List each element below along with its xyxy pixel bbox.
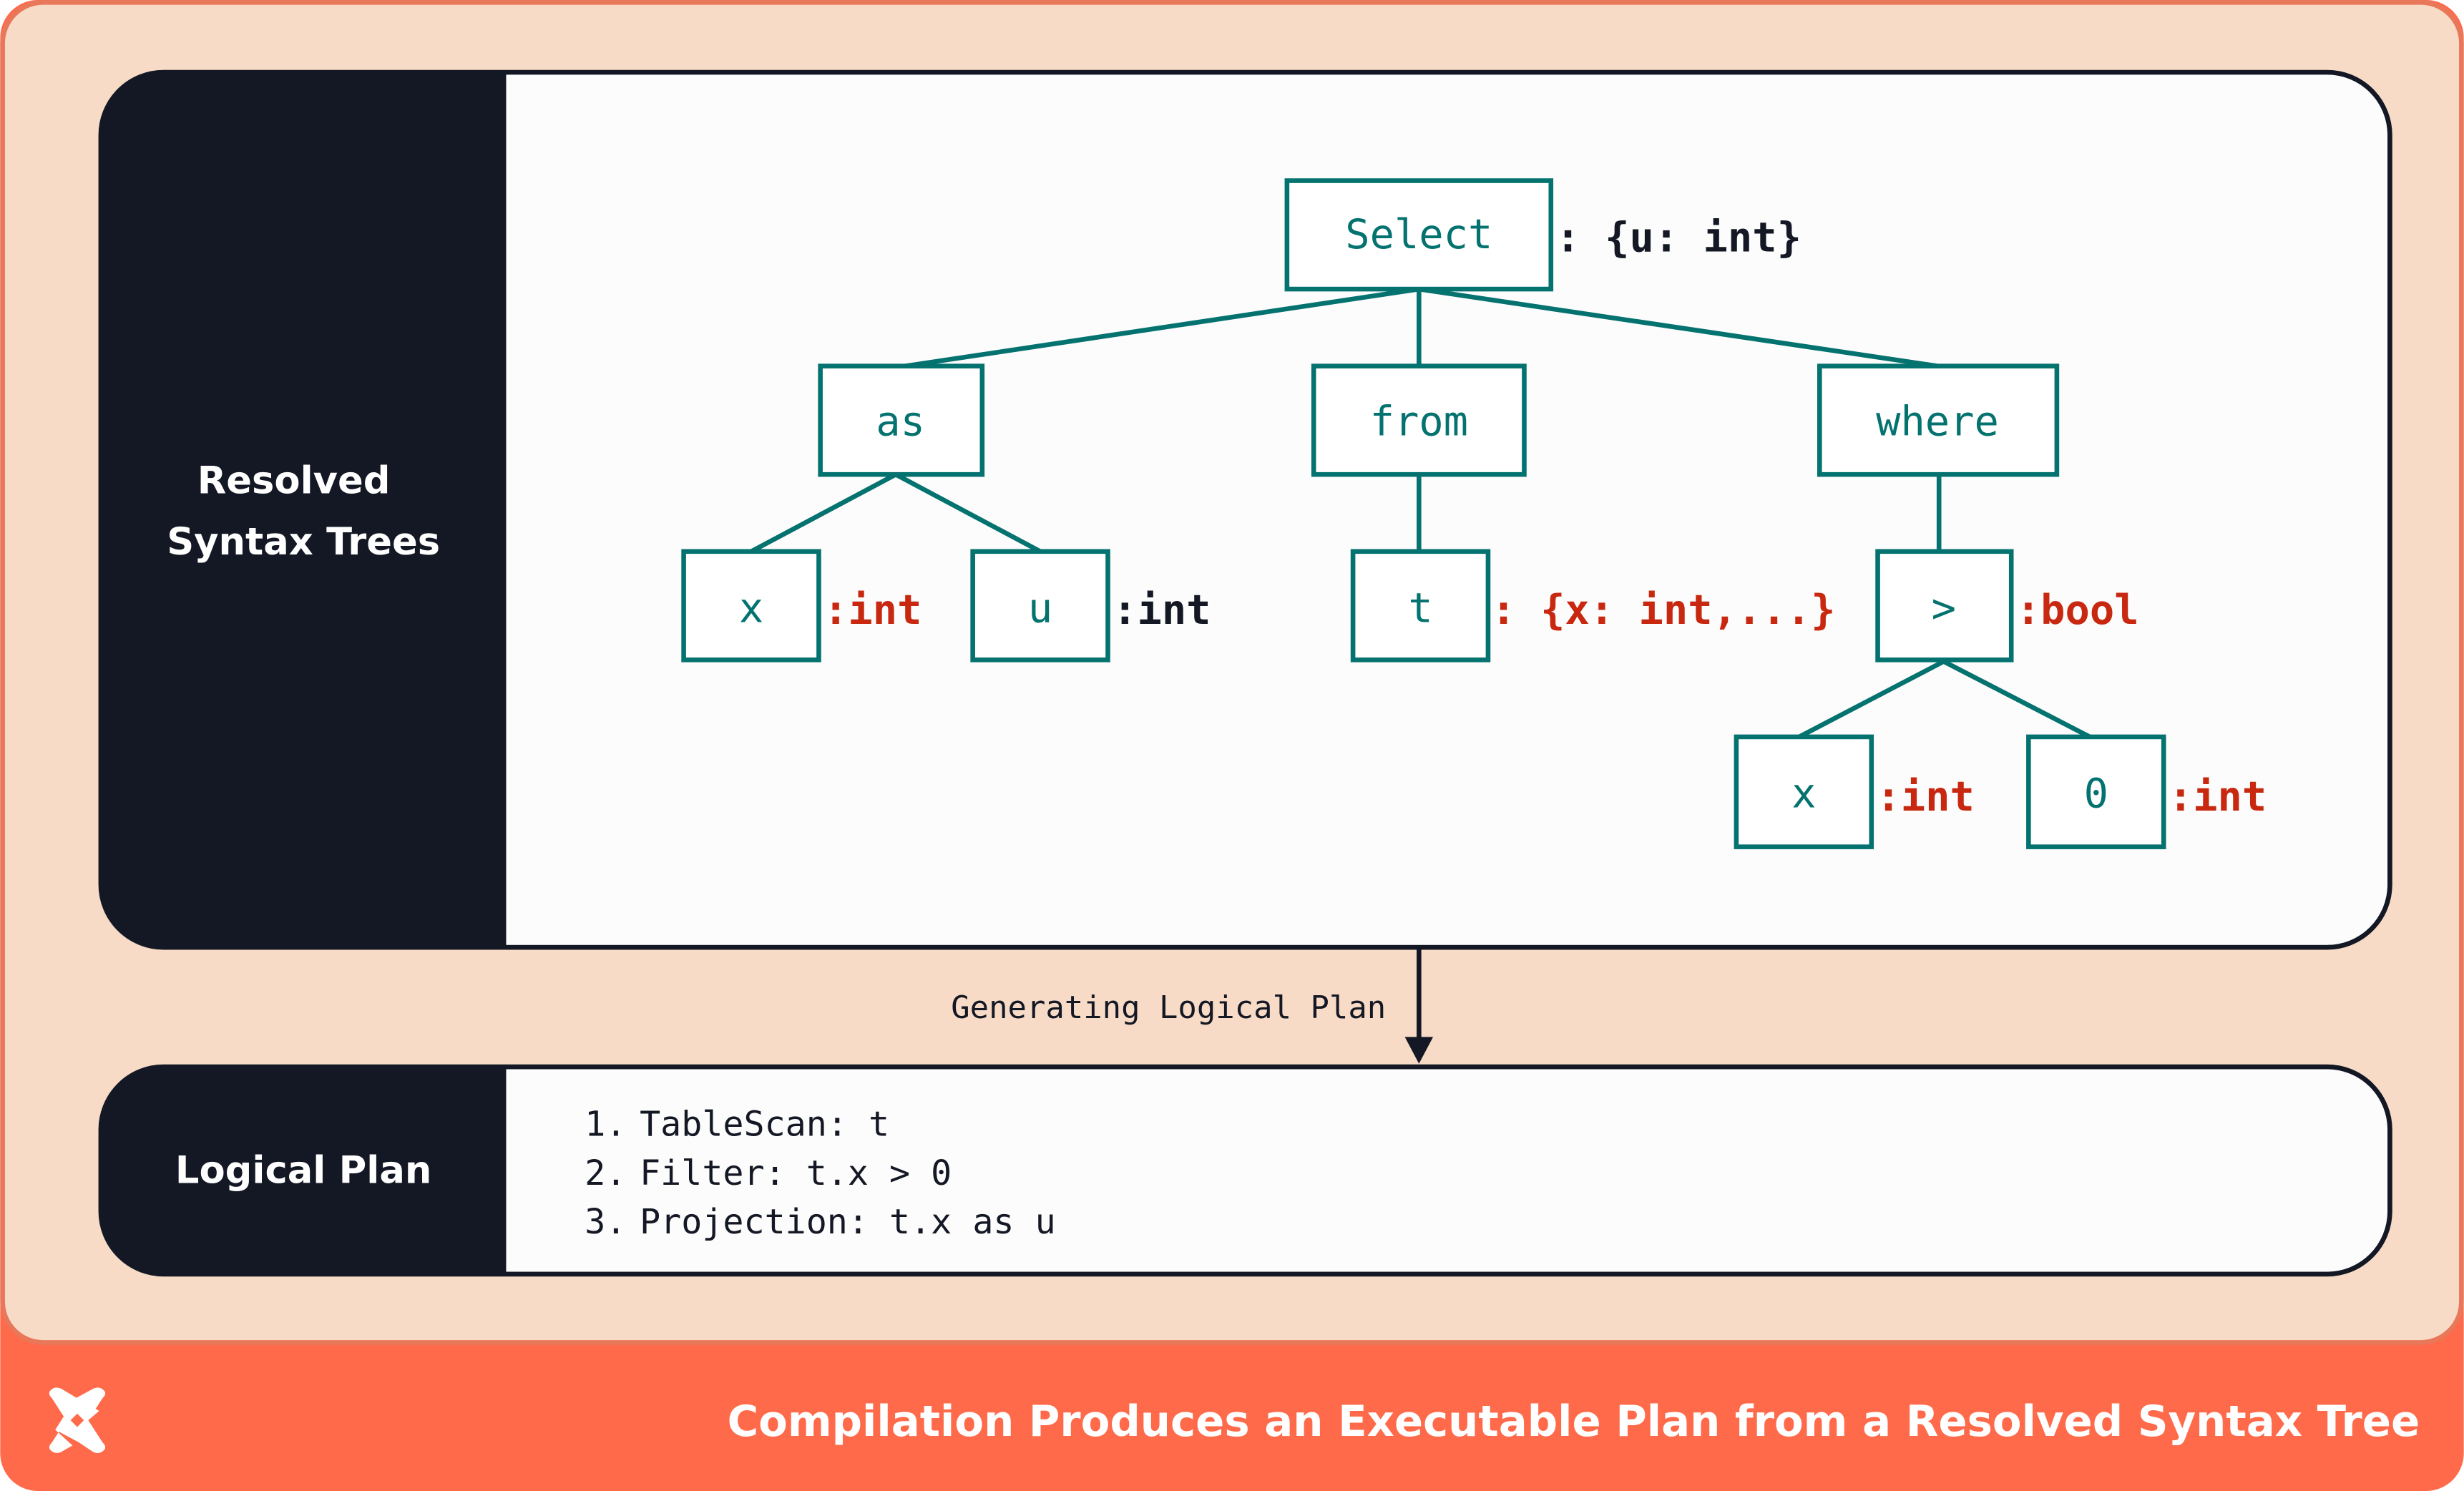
node-gt-0: 0 <box>2026 734 2166 849</box>
node-select: Select <box>1284 178 1554 292</box>
plan-step-num: 3. <box>585 1202 626 1242</box>
type-where-gt: :bool <box>2016 587 2139 634</box>
node-as-u: u <box>970 549 1110 663</box>
node-as-x: x <box>681 549 821 663</box>
type-from-t: : {x: int,...} <box>1491 587 1835 634</box>
type-gt-x: :int <box>1876 773 1974 821</box>
type-gt-0: :int <box>2169 773 2267 821</box>
arrow-label: Generating Logical Plan <box>951 989 1386 1026</box>
node-gt-x: x <box>1734 734 1874 849</box>
node-from-t: t <box>1350 549 1491 663</box>
svg-text:>: > <box>1932 585 1956 632</box>
type-as-x: :int <box>823 587 921 634</box>
type-select: : {u: int} <box>1555 214 1801 261</box>
logical-plan-panel: Logical Plan 1. TableScan: t 2. Filter: … <box>98 1064 2392 1277</box>
plan-step-num: 1. <box>585 1105 626 1145</box>
node-where: where <box>1817 363 2060 477</box>
node-from: from <box>1311 363 1527 477</box>
type-as-u: :int <box>1113 587 1211 634</box>
logical-plan-title: Logical Plan <box>175 1149 431 1193</box>
plan-step-text: TableScan: t <box>640 1105 889 1145</box>
svg-text:as: as <box>876 398 925 445</box>
plan-step-num: 2. <box>585 1153 626 1193</box>
plan-step-text: Projection: t.x as u <box>640 1202 1056 1242</box>
svg-text:x: x <box>739 585 763 632</box>
arrow-down <box>1404 947 1434 1064</box>
x-logo-icon <box>49 1387 106 1453</box>
footer-caption: Compilation Produces an Executable Plan … <box>728 1397 2420 1446</box>
syntax-panel-title: Resolved Syntax Trees <box>167 459 440 564</box>
svg-text:x: x <box>1791 771 1816 818</box>
svg-text:u: u <box>1028 585 1052 632</box>
node-where-gt: > <box>1875 549 2014 663</box>
svg-text:0: 0 <box>2084 771 2108 818</box>
tree-edges <box>750 286 2091 739</box>
svg-text:Select: Select <box>1345 211 1492 258</box>
svg-text:where: where <box>1876 398 1999 445</box>
plan-step-text: Filter: t.x > 0 <box>640 1153 952 1193</box>
svg-text:t: t <box>1408 585 1432 632</box>
node-as: as <box>818 363 985 477</box>
svg-text:from: from <box>1370 398 1468 445</box>
